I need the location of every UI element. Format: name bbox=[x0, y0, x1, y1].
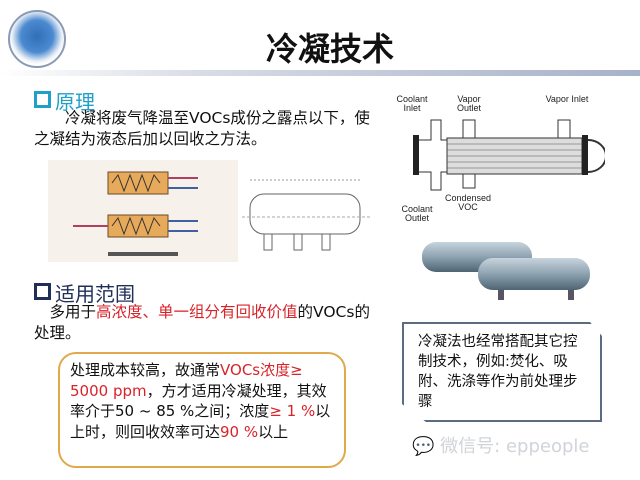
heading-text: 原理 bbox=[55, 90, 95, 114]
text: 多用于 bbox=[34, 303, 97, 321]
tank-drawing-image bbox=[242, 179, 370, 251]
highlight-text: 高浓度、单一组分有回收价值 bbox=[96, 303, 298, 321]
highlight-text: VOCs浓度≥ 5000 ppm bbox=[70, 361, 303, 400]
wechat-watermark: 💬 微信号: eppeople bbox=[412, 432, 589, 458]
section-heading-principle: 原理 bbox=[34, 86, 95, 115]
label-coolant-outlet: Coolant Outlet bbox=[401, 204, 433, 223]
scope-text: 多用于高浓度、单一组分有回收价值的VOCs的处理。 bbox=[34, 302, 379, 344]
square-bullet-icon bbox=[34, 91, 51, 108]
combination-note-box: 冷凝法也经常搭配其它控制技术，例如:焚化、吸附、洗涤等作为前处理步骤 bbox=[402, 322, 602, 422]
heading-text: 适用范围 bbox=[55, 282, 135, 306]
label-coolant-inlet: Coolant Inlet bbox=[396, 94, 428, 113]
cost-note-box: 处理成本较高，故通常VOCs浓度≥ 5000 ppm，方才适用冷凝处理，其效率介… bbox=[58, 352, 346, 468]
principle-text: 冷凝将废气降温至VOCs成份之露点以下，使之凝结为液态后加以回收之方法。 bbox=[34, 109, 370, 148]
text: 的VOCs的处理。 bbox=[34, 303, 370, 342]
title-divider bbox=[0, 70, 640, 76]
slide-title: 冷凝技术 bbox=[265, 30, 394, 68]
watermark-text: 微信号: eppeople bbox=[440, 436, 590, 457]
label-vapor-inlet: Vapor Inlet bbox=[545, 94, 589, 104]
highlight-text: 90 % bbox=[220, 422, 259, 441]
text: 以上时，则回收效率可达 bbox=[70, 402, 331, 441]
text: ，方才适用冷凝处理，其效率介于50 ~ 85 %之间；浓度 bbox=[70, 381, 327, 421]
condenser-sketch-image bbox=[48, 160, 238, 262]
square-bullet-icon bbox=[34, 283, 51, 300]
university-logo bbox=[8, 10, 66, 68]
condenser-tank-photo bbox=[422, 242, 590, 300]
section-heading-scope: 适用范围 bbox=[34, 278, 135, 307]
shell-tube-condenser-diagram bbox=[413, 119, 605, 191]
text: 处理成本较高，故通常 bbox=[70, 361, 221, 379]
wechat-icon: 💬 bbox=[412, 436, 435, 457]
label-condensed-voc: Condensed VOC bbox=[444, 193, 492, 212]
label-vapor-outlet: Vapor Outlet bbox=[456, 94, 481, 113]
text: 以上 bbox=[258, 422, 289, 441]
highlight-text: ≥ 1 % bbox=[269, 402, 316, 420]
note-text: 冷凝法也经常搭配其它控制技术，例如:焚化、吸附、洗涤等作为前处理步骤 bbox=[418, 334, 578, 410]
